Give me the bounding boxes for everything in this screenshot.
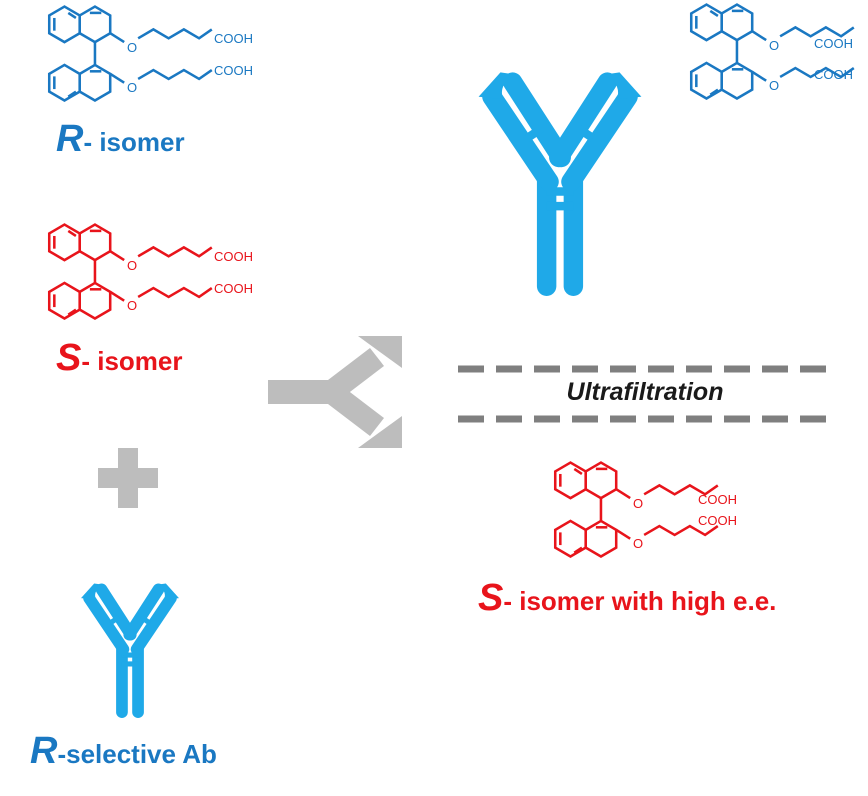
membrane-top-dashes: [458, 365, 834, 373]
cooh-label-1: COOH: [698, 492, 737, 507]
r-isomer-text: - isomer: [83, 127, 185, 157]
s-isomer-molecule: O O COOH COOH: [47, 223, 253, 320]
oxygen-label-1: O: [127, 258, 137, 273]
r-isomer-label: R- isomer: [56, 118, 185, 161]
r-selective-ab-label: R-selective Ab: [30, 730, 217, 773]
cooh-label-1: COOH: [814, 36, 853, 51]
s-letter: S: [478, 577, 504, 619]
cooh-label-1: COOH: [214, 249, 253, 264]
r-selective-ab-text: -selective Ab: [57, 739, 217, 769]
cooh-label-2: COOH: [214, 63, 253, 78]
antibody-bound-icon: [425, 70, 695, 296]
s-isomer-high-ee-text: - isomer with high e.e.: [503, 586, 777, 616]
membrane-bottom-dashes: [458, 415, 834, 423]
cooh-label-1: COOH: [214, 31, 253, 46]
plus-icon: [98, 448, 158, 508]
s-isomer-product-molecule: O O COOH COOH: [553, 461, 737, 558]
s-isomer-label: S- isomer: [56, 337, 183, 380]
oxygen-label-1: O: [769, 38, 779, 53]
s-isomer-text: - isomer: [81, 346, 183, 376]
ultrafiltration-label: Ultrafiltration: [566, 378, 724, 406]
s-isomer-high-ee-label: S- isomer with high e.e.: [478, 577, 776, 620]
oxygen-label-1: O: [633, 496, 643, 511]
r-letter: R: [56, 118, 84, 160]
r-letter: R: [30, 730, 58, 772]
oxygen-label-2: O: [127, 298, 137, 313]
antibody-icon: [52, 582, 208, 718]
r-isomer-bound-molecule: O O COOH COOH: [689, 3, 856, 100]
oxygen-label-2: O: [769, 78, 779, 93]
s-letter: S: [56, 337, 82, 379]
oxygen-label-2: O: [127, 80, 137, 95]
cooh-label-2: COOH: [814, 67, 853, 82]
oxygen-label-2: O: [633, 536, 643, 551]
oxygen-label-1: O: [127, 40, 137, 55]
split-arrow-icon: [268, 336, 402, 448]
cooh-label-2: COOH: [214, 281, 253, 296]
r-isomer-molecule: O O COOH COOH: [47, 5, 253, 102]
cooh-label-2: COOH: [698, 513, 737, 528]
